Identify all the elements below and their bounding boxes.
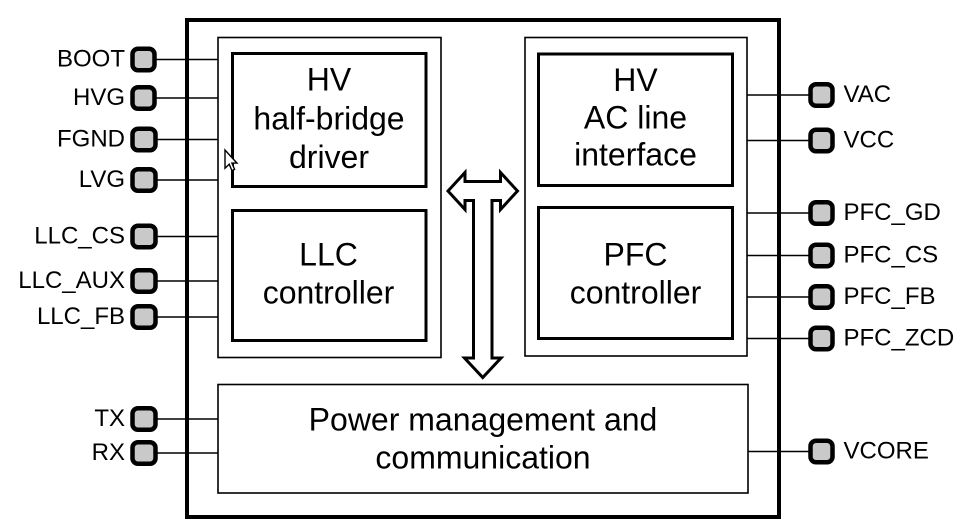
- svg-text:communication: communication: [375, 440, 590, 476]
- svg-text:PFC_ZCD: PFC_ZCD: [844, 325, 955, 352]
- svg-text:Power management and: Power management and: [309, 402, 658, 438]
- svg-text:LLC: LLC: [299, 237, 358, 273]
- svg-text:VCORE: VCORE: [844, 438, 929, 465]
- svg-text:driver: driver: [289, 139, 369, 175]
- svg-text:FGND: FGND: [57, 126, 125, 153]
- svg-text:LLC_CS: LLC_CS: [34, 223, 125, 250]
- svg-text:LLC_AUX: LLC_AUX: [18, 267, 125, 294]
- svg-text:VCC: VCC: [844, 127, 895, 154]
- svg-text:LVG: LVG: [79, 166, 125, 193]
- svg-text:controller: controller: [263, 275, 395, 311]
- svg-text:LLC_FB: LLC_FB: [37, 303, 125, 330]
- svg-text:half-bridge: half-bridge: [253, 101, 404, 137]
- svg-text:PFC_FB: PFC_FB: [844, 283, 936, 310]
- svg-text:HVG: HVG: [73, 84, 125, 111]
- svg-text:HV: HV: [307, 62, 352, 98]
- svg-text:PFC_CS: PFC_CS: [844, 242, 939, 269]
- svg-text:PFC_GD: PFC_GD: [844, 199, 941, 226]
- svg-text:HV: HV: [613, 62, 658, 98]
- svg-text:VAC: VAC: [844, 81, 892, 108]
- svg-text:PFC: PFC: [604, 237, 668, 273]
- svg-text:BOOT: BOOT: [57, 46, 125, 73]
- svg-text:controller: controller: [570, 275, 702, 311]
- svg-text:TX: TX: [94, 405, 125, 432]
- svg-text:RX: RX: [92, 439, 125, 466]
- svg-text:interface: interface: [574, 137, 697, 173]
- svg-text:AC line: AC line: [584, 100, 687, 136]
